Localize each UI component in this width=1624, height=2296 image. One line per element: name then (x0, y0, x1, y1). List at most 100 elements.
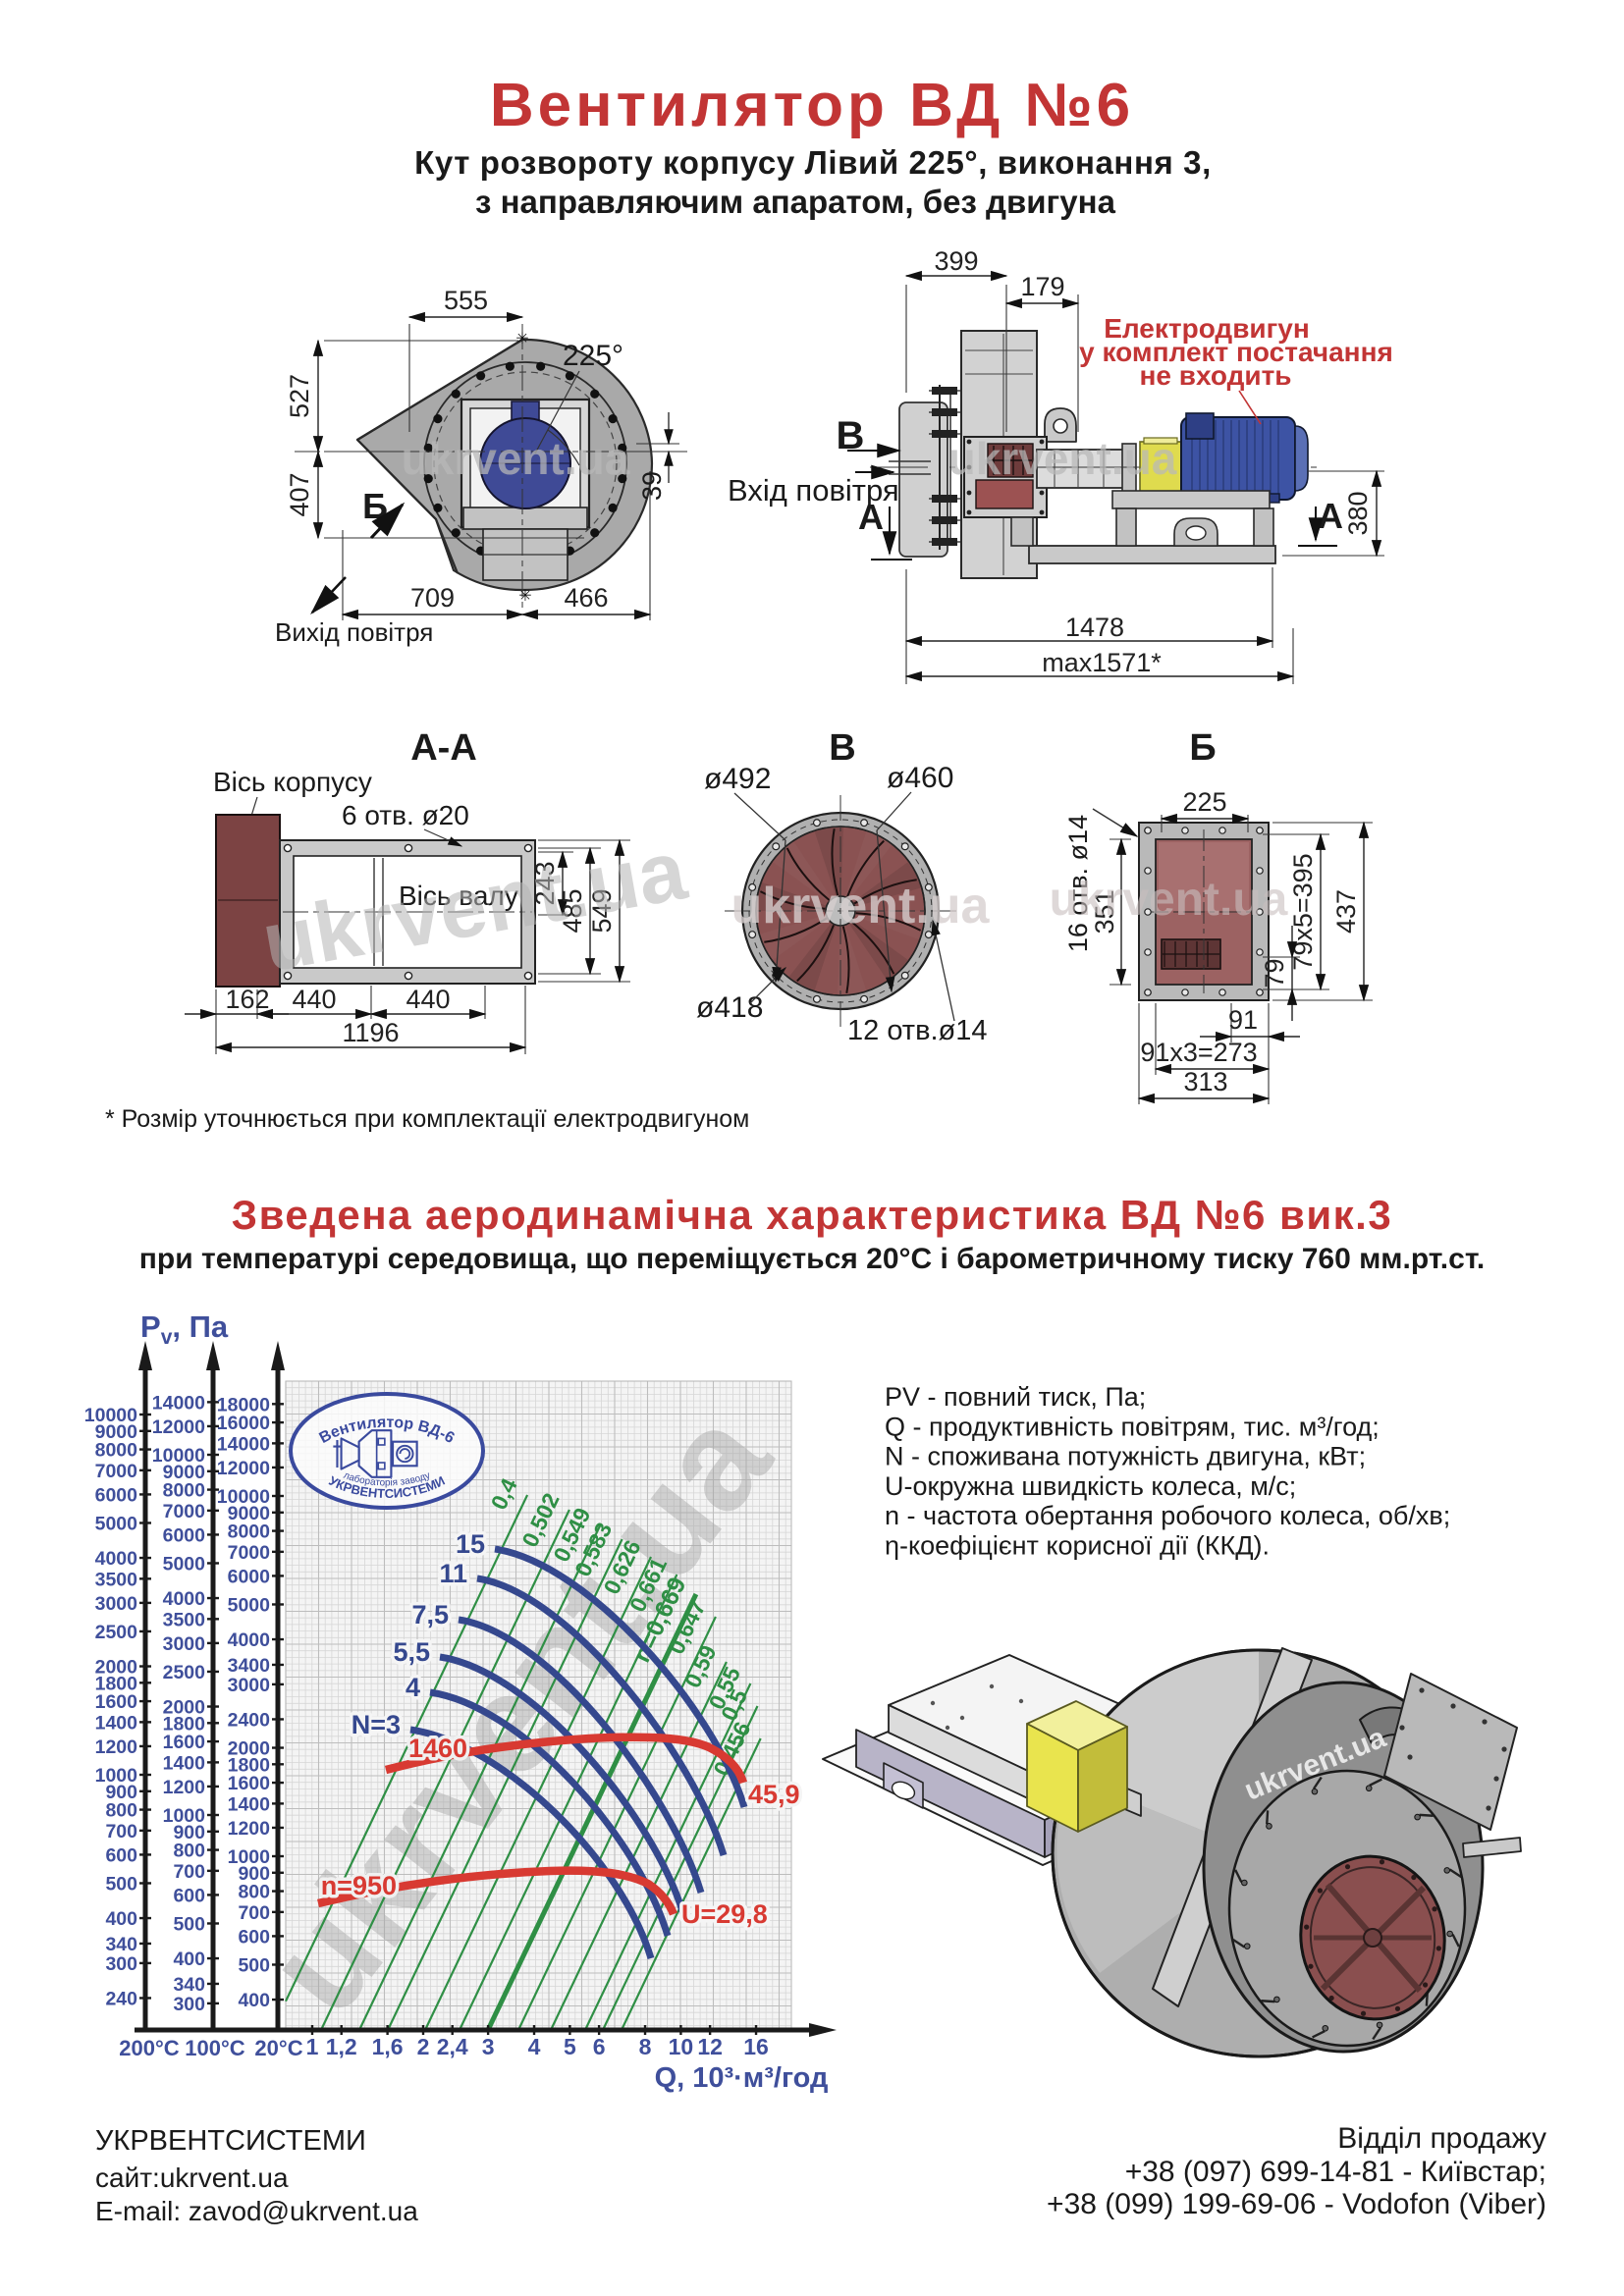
svg-text:1600: 1600 (163, 1732, 206, 1753)
svg-text:800: 800 (238, 1882, 270, 1903)
svg-text:709: 709 (410, 583, 455, 613)
svg-text:* Розмір уточнюється при компл: * Розмір уточнюється при комплектації ел… (105, 1105, 749, 1133)
svg-text:4000: 4000 (163, 1588, 206, 1610)
svg-text:549: 549 (587, 888, 617, 933)
svg-text:6000: 6000 (163, 1524, 206, 1546)
svg-text:9000: 9000 (163, 1462, 206, 1483)
svg-text:179: 179 (1020, 272, 1064, 301)
svg-text:1400: 1400 (95, 1712, 138, 1734)
svg-text:700: 700 (238, 1902, 270, 1924)
svg-text:4000: 4000 (95, 1548, 138, 1570)
svg-text:8000: 8000 (228, 1522, 271, 1543)
svg-text:500: 500 (173, 1913, 205, 1935)
svg-text:ukrvent.ua: ukrvent.ua (402, 433, 630, 484)
svg-text:Б: Б (1189, 727, 1216, 769)
svg-text:14000: 14000 (152, 1392, 205, 1414)
svg-text:n - частота обертання робочого: n - частота обертання робочого колеса, о… (885, 1501, 1450, 1530)
svg-text:ø460: ø460 (887, 762, 953, 794)
svg-text:900: 900 (173, 1822, 205, 1843)
svg-text:440: 440 (292, 985, 336, 1014)
svg-text:у комплект постачання: у комплект постачання (1079, 337, 1393, 367)
svg-text:1460: 1460 (408, 1734, 467, 1763)
svg-text:12000: 12000 (217, 1458, 270, 1479)
svg-text:100°С: 100°С (185, 2036, 245, 2060)
svg-text:1800: 1800 (163, 1713, 206, 1735)
svg-text:1600: 1600 (95, 1691, 138, 1713)
svg-text:1600: 1600 (228, 1773, 271, 1794)
svg-text:500: 500 (105, 1873, 137, 1895)
svg-text:Зведена аеродинамічна характер: Зведена аеродинамічна характеристика ВД … (232, 1192, 1392, 1238)
svg-text:1400: 1400 (163, 1752, 206, 1774)
svg-text:5000: 5000 (95, 1513, 138, 1534)
svg-text:8: 8 (639, 2034, 652, 2059)
svg-text:400: 400 (105, 1908, 137, 1930)
svg-text:6000: 6000 (228, 1566, 271, 1587)
svg-text:✳: ✳ (515, 331, 528, 347)
svg-text:N - споживана потужність двигу: N - споживана потужність двигуна, кВт; (885, 1442, 1366, 1471)
svg-text:380: 380 (1343, 491, 1373, 535)
svg-text:39: 39 (637, 471, 667, 501)
svg-text:11: 11 (439, 1559, 467, 1588)
svg-text:45,9: 45,9 (748, 1780, 800, 1809)
svg-text:2400: 2400 (228, 1709, 271, 1731)
svg-text:3500: 3500 (163, 1609, 206, 1630)
svg-text:1196: 1196 (342, 1018, 399, 1047)
svg-text:1200: 1200 (163, 1777, 206, 1798)
svg-text:9000: 9000 (95, 1421, 138, 1443)
svg-text:Pv, Па: Pv, Па (140, 1309, 229, 1349)
svg-text:15: 15 (456, 1529, 485, 1559)
svg-text:12000: 12000 (152, 1416, 205, 1438)
svg-text:18000: 18000 (217, 1394, 270, 1415)
svg-text:407: 407 (285, 472, 314, 516)
svg-text:1800: 1800 (228, 1754, 271, 1776)
svg-text:3: 3 (482, 2034, 495, 2059)
svg-text:max1571*: max1571* (1042, 648, 1162, 677)
svg-text:6000: 6000 (95, 1484, 138, 1506)
svg-text:+38 (097) 699-14-81 - Київстар: +38 (097) 699-14-81 - Київстар; (1125, 2156, 1546, 2188)
svg-text:1000: 1000 (163, 1805, 206, 1827)
svg-text:485: 485 (558, 888, 587, 933)
svg-text:Q, 10³·м³/год: Q, 10³·м³/год (655, 2062, 829, 2094)
svg-text:600: 600 (105, 1844, 137, 1866)
svg-text:466: 466 (564, 583, 608, 613)
svg-text:з направляючим апаратом, без д: з направляючим апаратом, без двигуна (475, 184, 1116, 220)
svg-text:ukrvent.ua: ukrvent.ua (1050, 874, 1288, 926)
svg-text:ø492: ø492 (704, 763, 771, 795)
svg-text:Вісь валу: Вісь валу (399, 881, 518, 911)
svg-text:900: 900 (238, 1863, 270, 1885)
svg-text:1800: 1800 (95, 1673, 138, 1694)
svg-text:800: 800 (105, 1800, 137, 1822)
svg-text:✳: ✳ (518, 588, 531, 605)
svg-text:1200: 1200 (95, 1736, 138, 1758)
svg-text:400: 400 (173, 1949, 205, 1970)
svg-text:240: 240 (105, 1988, 137, 2009)
svg-text:E-mail: zavod@ukrvent.ua: E-mail: zavod@ukrvent.ua (95, 2196, 418, 2226)
svg-text:225: 225 (1182, 787, 1226, 817)
svg-text:12 отв.ø14: 12 отв.ø14 (847, 1015, 988, 1046)
svg-text:16 отв. ø14: 16 отв. ø14 (1063, 815, 1093, 952)
svg-text:437: 437 (1331, 889, 1361, 934)
svg-text:η-коефіцієнт корисної дії (ККД: η-коефіцієнт корисної дії (ККД). (885, 1531, 1270, 1561)
svg-text:1000: 1000 (95, 1765, 138, 1787)
svg-text:1400: 1400 (228, 1793, 271, 1815)
svg-text:3400: 3400 (228, 1655, 271, 1677)
svg-text:ukrvent.ua: ukrvent.ua (731, 878, 991, 934)
svg-text:700: 700 (105, 1821, 137, 1842)
svg-text:3000: 3000 (95, 1593, 138, 1615)
svg-text:3500: 3500 (95, 1569, 138, 1590)
svg-text:225°: 225° (563, 340, 623, 372)
svg-text:Вісь корпусу: Вісь корпусу (213, 767, 372, 797)
svg-text:351: 351 (1090, 889, 1119, 934)
svg-text:440: 440 (406, 985, 450, 1014)
svg-text:16000: 16000 (217, 1413, 270, 1434)
svg-text:5,5: 5,5 (393, 1637, 430, 1667)
svg-text:Q - продуктивність повітрям, т: Q - продуктивність повітрям, тис. м³/год… (885, 1412, 1380, 1441)
svg-text:УКРВЕНТСИСТЕМИ: УКРВЕНТСИСТЕМИ (95, 2125, 366, 2157)
svg-text:А: А (1318, 496, 1343, 536)
svg-text:ø418: ø418 (696, 991, 763, 1024)
svg-text:600: 600 (238, 1926, 270, 1948)
svg-text:1000: 1000 (228, 1846, 271, 1868)
svg-text:Кут розвороту корпусу Лівий 22: Кут розвороту корпусу Лівий 225°, викона… (414, 144, 1212, 181)
svg-text:2500: 2500 (163, 1662, 206, 1683)
svg-text:527: 527 (285, 374, 314, 418)
